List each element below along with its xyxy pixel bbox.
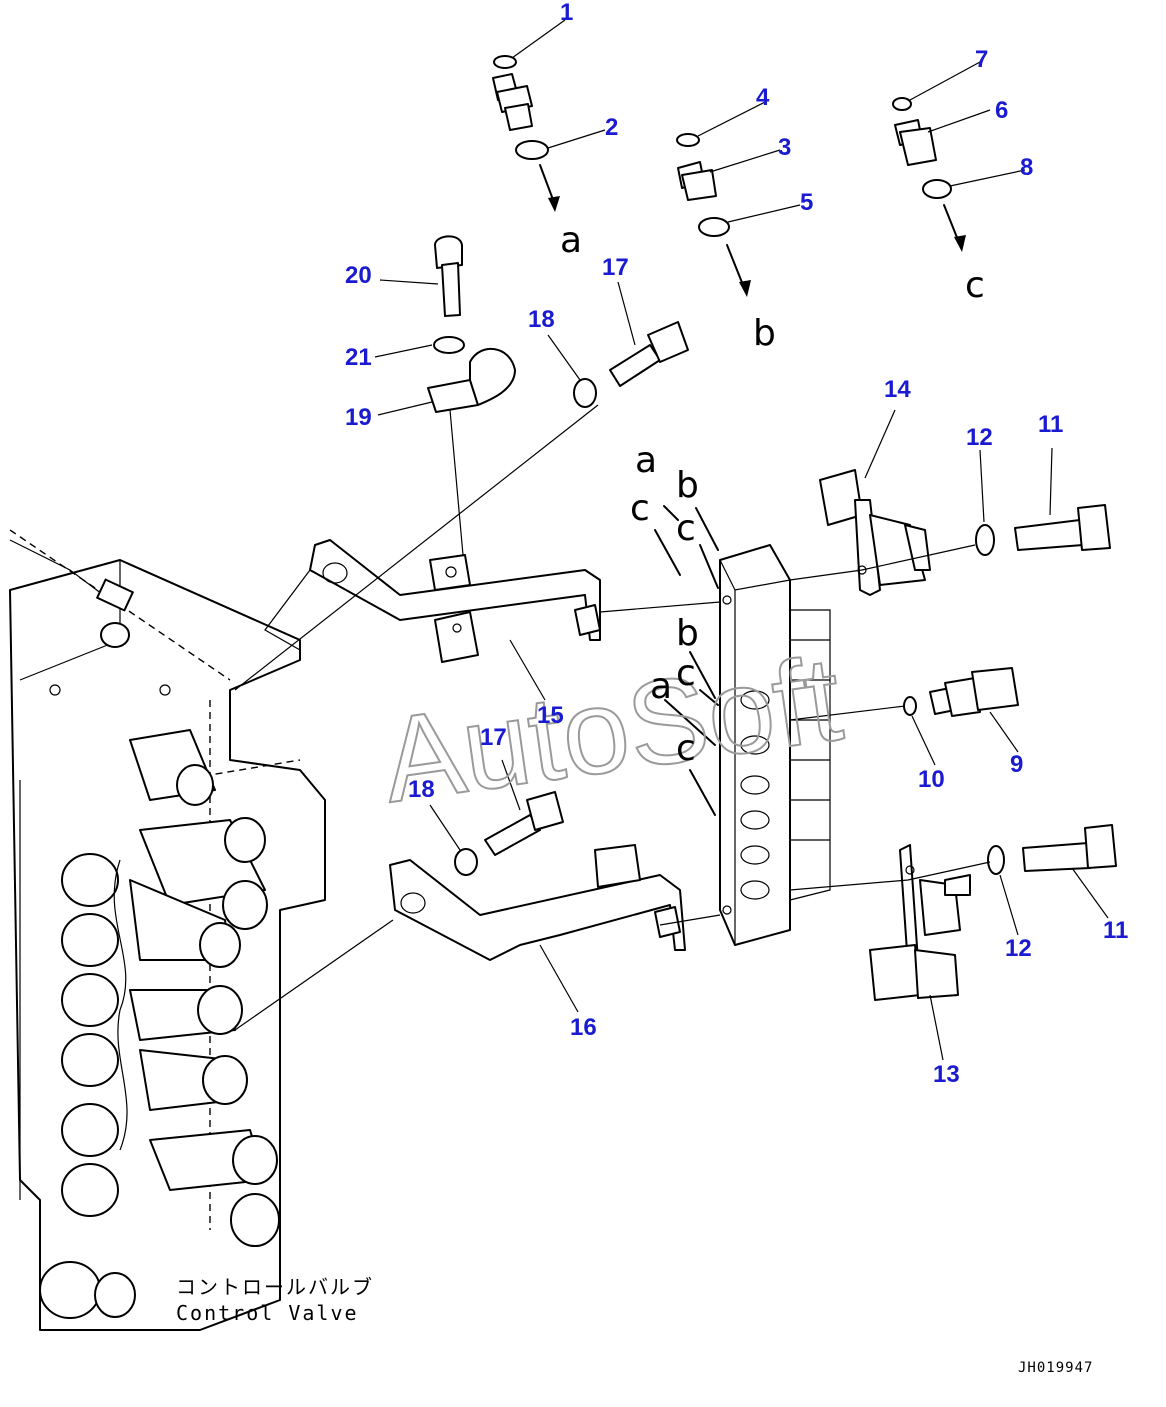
- bolt-11-lower: [1022, 824, 1117, 872]
- port-label-a-top: a: [560, 220, 582, 261]
- fitting-1: [492, 73, 533, 131]
- caption-english: Control Valve: [176, 1301, 359, 1325]
- callout-5: 5: [800, 189, 813, 216]
- clamp-19: [427, 347, 516, 413]
- washer-21: [433, 336, 465, 354]
- port-label-a-1: a: [635, 440, 657, 481]
- washer-12-lower: [987, 845, 1005, 875]
- valve-spool-caps: [39, 853, 119, 1319]
- callout-18-lower: 18: [408, 776, 435, 803]
- port-label-b-top: b: [753, 313, 776, 354]
- callout-12-lower: 12: [1005, 935, 1032, 962]
- port-label-c-3: c: [676, 653, 696, 694]
- o-ring-8: [922, 179, 952, 199]
- callout-4: 4: [756, 84, 770, 111]
- callout-17-lower: 17: [480, 724, 507, 751]
- bracket-14: [819, 469, 931, 596]
- callout-13: 13: [933, 1061, 960, 1088]
- callout-16: 16: [570, 1014, 597, 1041]
- bolt-17-lower: [484, 791, 564, 856]
- callout-12-upper: 12: [966, 424, 993, 451]
- o-ring-4: [676, 133, 700, 147]
- washer-12-upper: [975, 524, 995, 556]
- washer-18-upper: [573, 378, 597, 408]
- o-ring-1: [493, 55, 517, 69]
- callout-19: 19: [345, 404, 372, 431]
- port-labels: a b c a b c c b c a c: [560, 220, 985, 769]
- callout-11-lower: 11: [1103, 917, 1128, 944]
- callout-17-upper: 17: [602, 254, 629, 281]
- callout-8: 8: [1020, 154, 1033, 181]
- o-ring-2: [515, 140, 549, 160]
- o-ring-5: [698, 217, 730, 237]
- callout-3: 3: [778, 134, 791, 161]
- washer-18-lower: [454, 848, 478, 876]
- port-label-a-2: a: [650, 666, 672, 707]
- fitting-3: [677, 161, 717, 201]
- port-label-c-4: c: [676, 728, 696, 769]
- flow-arrows: [539, 164, 966, 816]
- callout-21: 21: [345, 344, 372, 371]
- bolt-11-upper: [1014, 504, 1111, 551]
- callout-2: 2: [605, 114, 618, 141]
- valve-solenoids: [94, 729, 280, 1318]
- callout-11-upper: 11: [1038, 411, 1063, 438]
- port-label-c-top: c: [965, 265, 985, 306]
- callout-20: 20: [345, 262, 372, 289]
- callout-1: 1: [560, 0, 573, 26]
- leader-lines: [374, 19, 1109, 1061]
- bracket-16: [389, 844, 686, 961]
- part-callouts: 1 2 3 4 5 6 7 8 9 10 11 11 12 12 13 14 1…: [345, 0, 1128, 1088]
- pressure-manifold-block: [719, 544, 831, 946]
- bolt-17-upper: [609, 321, 689, 387]
- callout-15: 15: [537, 702, 564, 729]
- callout-7: 7: [975, 46, 988, 73]
- port-label-c-1: c: [630, 488, 650, 529]
- pressure-switch-9: [929, 667, 1019, 717]
- callout-14: 14: [884, 376, 911, 403]
- caption-japanese: コントロールバルブ: [176, 1275, 374, 1299]
- control-valve-assembly: [9, 529, 326, 1331]
- port-label-c-2: c: [676, 508, 696, 549]
- port-label-b-2: b: [676, 613, 699, 654]
- bracket-13: [869, 844, 971, 1001]
- o-ring-10: [903, 696, 917, 716]
- drawing-code: JH019947: [1018, 1360, 1093, 1376]
- port-label-b-1: b: [676, 465, 699, 506]
- bracket-15: [309, 539, 601, 663]
- callout-6: 6: [995, 97, 1008, 124]
- fitting-6: [894, 119, 937, 166]
- assembly-centerlines: [234, 404, 991, 1031]
- callout-18-upper: 18: [528, 306, 555, 333]
- callout-10: 10: [918, 766, 945, 793]
- callout-9: 9: [1010, 751, 1023, 778]
- o-ring-7: [892, 97, 912, 111]
- bolt-20: [434, 235, 463, 317]
